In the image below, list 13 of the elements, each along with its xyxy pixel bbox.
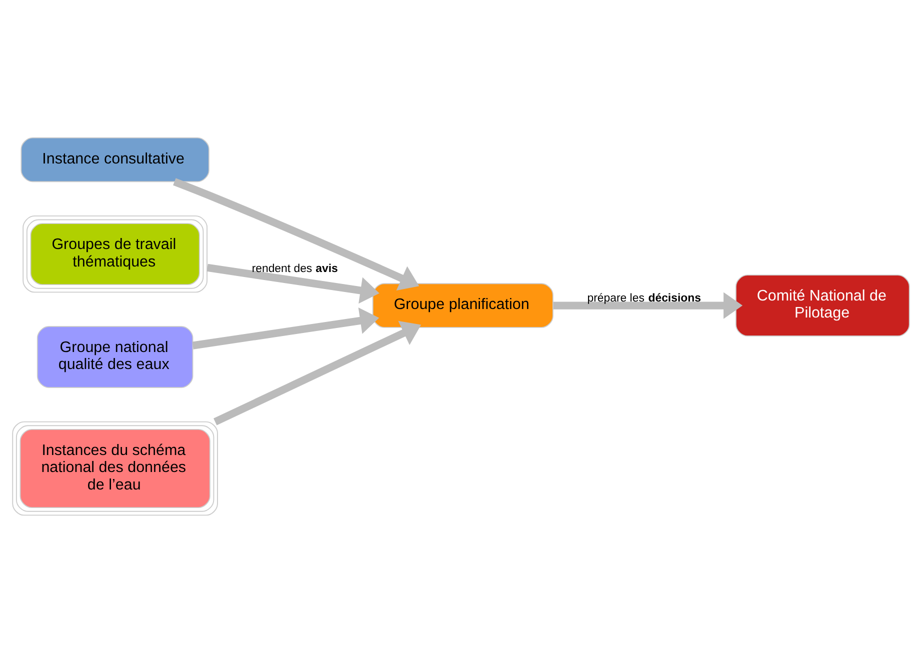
node-box: Groupe planification — [372, 283, 554, 328]
node-box: Instance consultative — [20, 137, 210, 182]
edge-label: rendent des avis — [252, 262, 338, 275]
arrow — [206, 264, 380, 304]
node-box: Groupes de travail thématiques — [22, 215, 208, 293]
node-box: Comité National de Pilotage — [735, 274, 910, 336]
arrow — [553, 292, 743, 319]
node-box: Instances du schéma national des données de l’eau — [12, 421, 218, 516]
node-box: Groupe national qualité des eaux — [36, 326, 194, 388]
edge-label: prépare les décisions — [587, 292, 701, 304]
arrow — [192, 307, 380, 350]
arrow — [173, 178, 420, 291]
arrow — [214, 320, 422, 426]
